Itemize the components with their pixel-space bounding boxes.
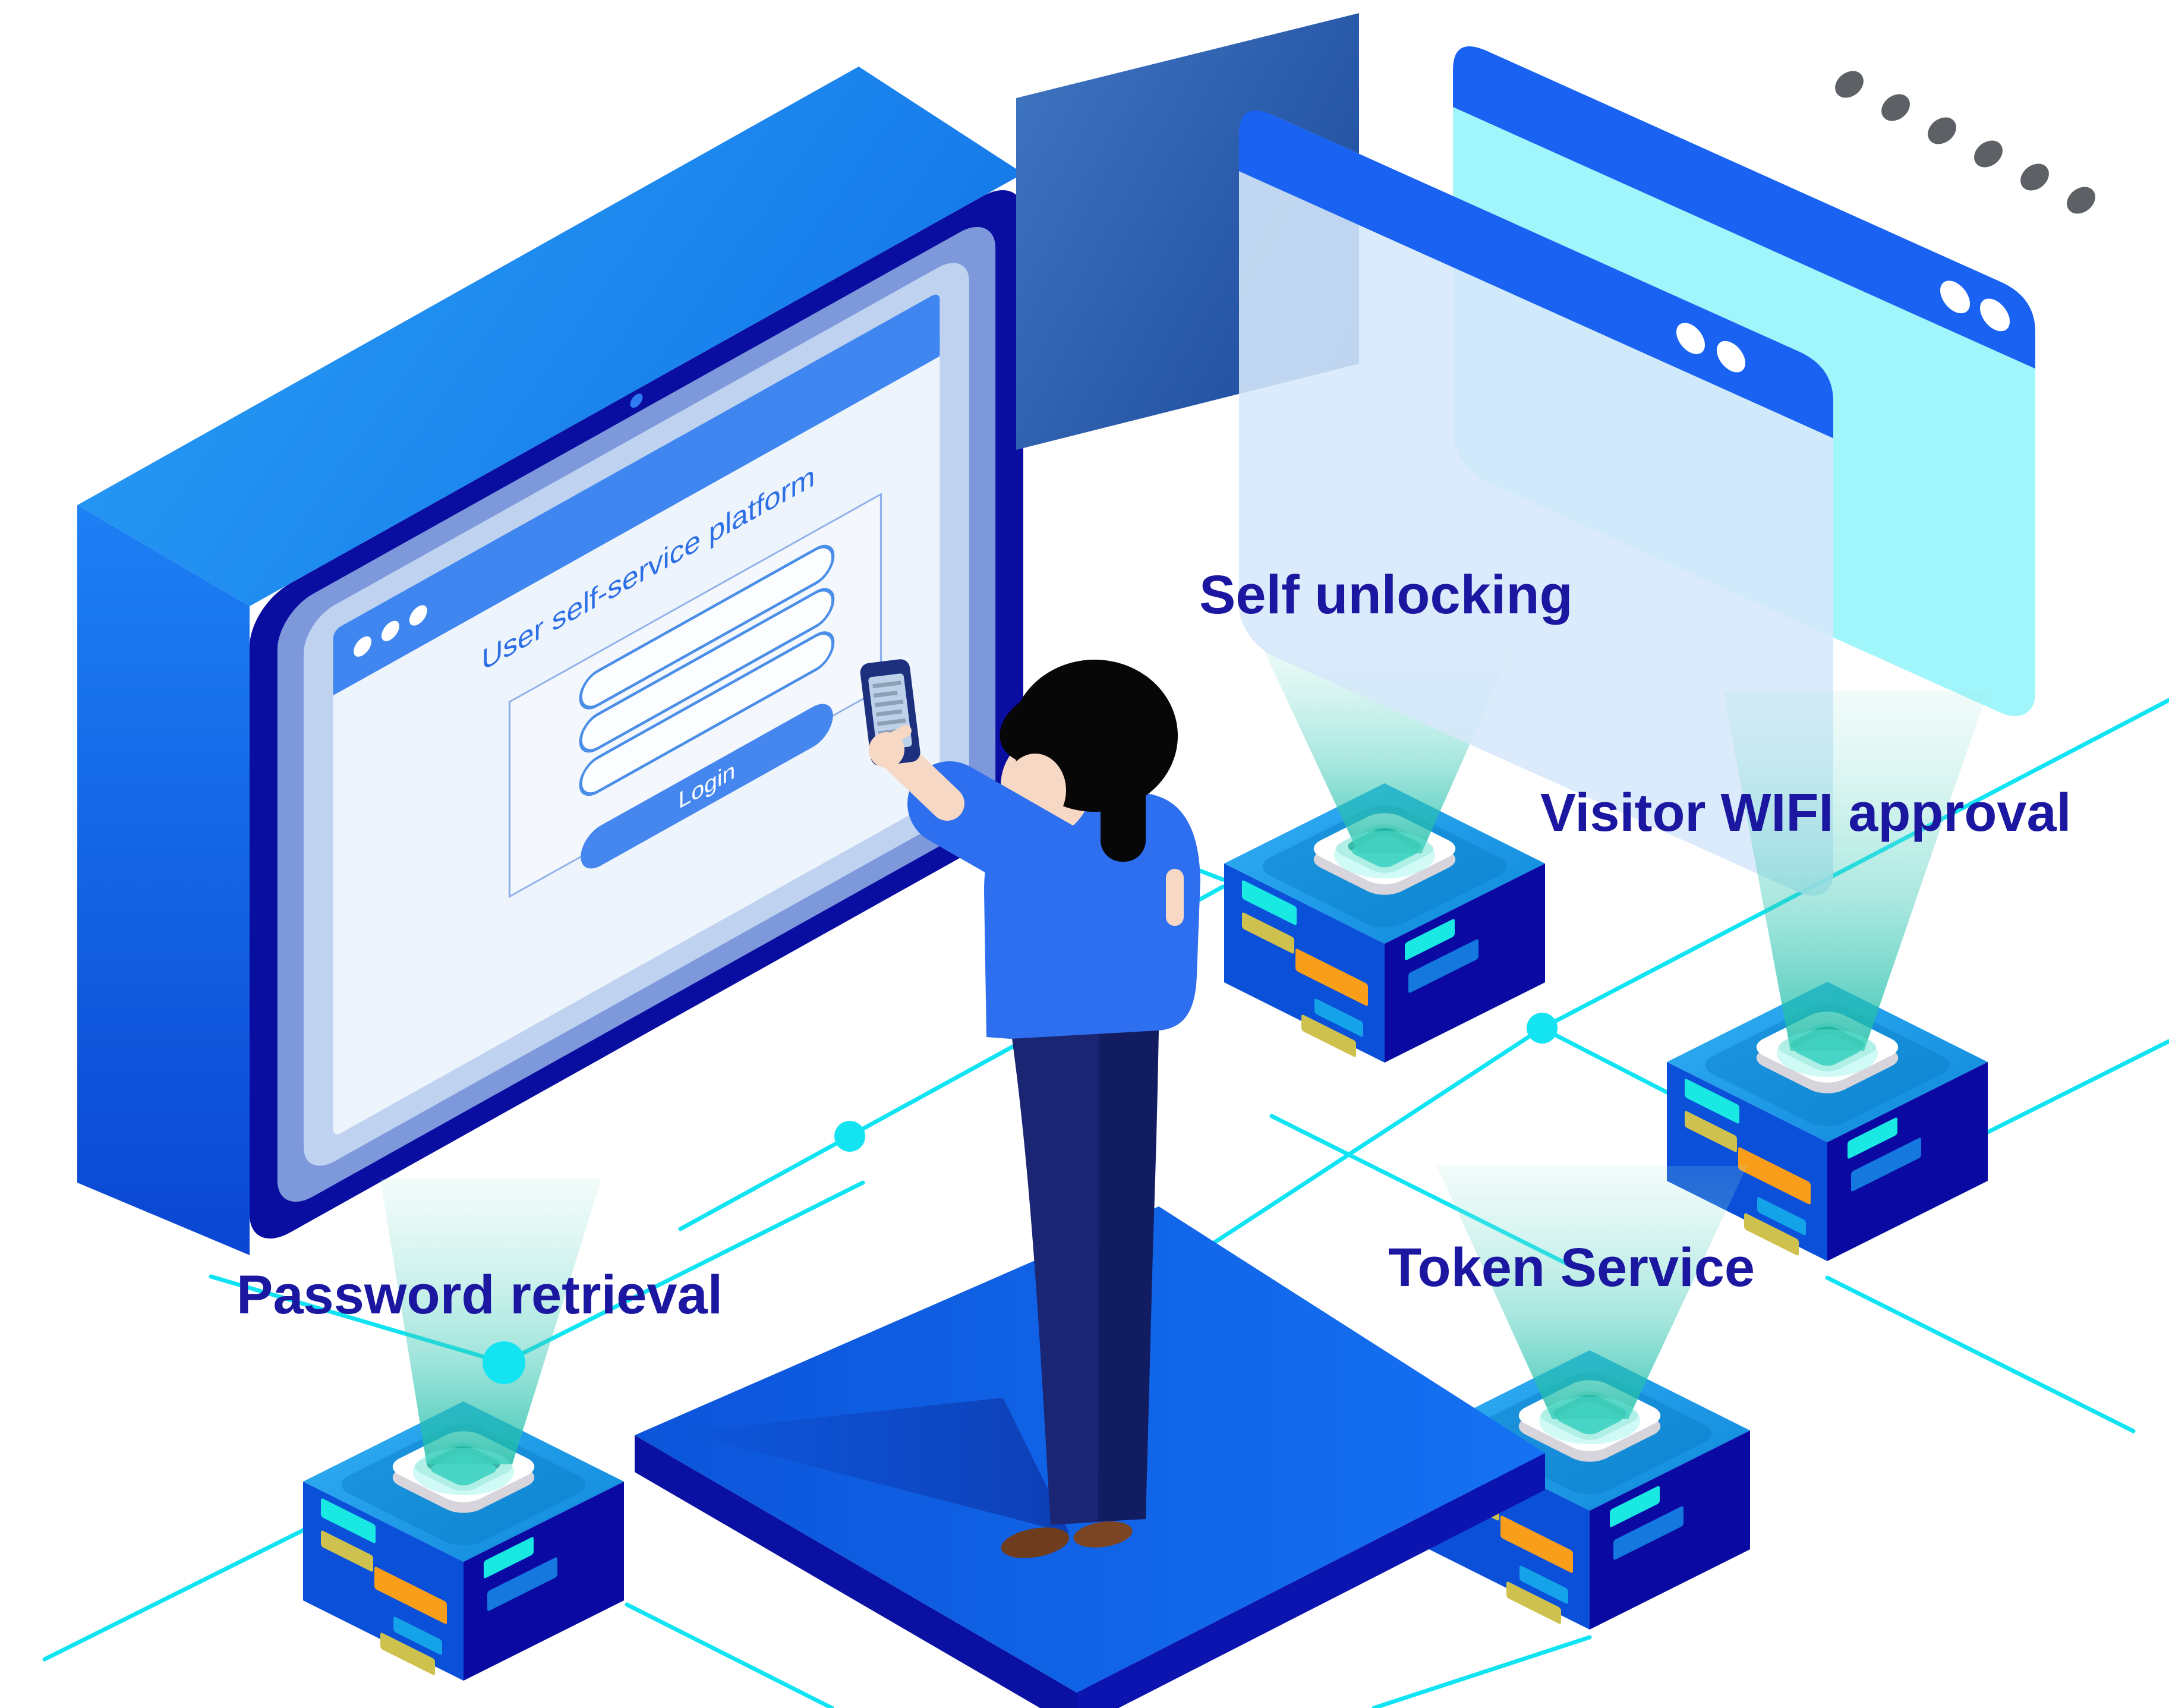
window-dot-icon (354, 636, 372, 657)
label-self-unlocking: Self unlocking (1199, 565, 1573, 625)
label-visitor-wifi-approval: Visitor WIFI approval (1540, 783, 2072, 843)
network-line (1540, 1026, 1669, 1095)
glow-cone-token-service (1437, 1166, 1747, 1419)
decor-dots (1835, 71, 2095, 214)
login-input-field (579, 588, 835, 753)
left-hand (1166, 869, 1184, 926)
decor-dot (1881, 94, 1910, 121)
network-node-icon (483, 1341, 525, 1384)
window-dot-icon (1676, 323, 1705, 354)
monitor: User self-service platform Login (77, 67, 1024, 1255)
camera-dot-icon (630, 393, 643, 408)
window-dot-icon (409, 605, 427, 626)
network-node-icon (834, 1121, 865, 1152)
decor-dot (2067, 187, 2095, 214)
decor-dot (1835, 71, 1864, 98)
network-line (625, 1602, 834, 1708)
login-button-graphic (581, 704, 833, 869)
platform-edge-right (1077, 1453, 1545, 1708)
label-token-service: Token Service (1388, 1237, 1755, 1298)
person-shadow (681, 1398, 1070, 1533)
network-line (1825, 1275, 2136, 1433)
window-dot-icon (1940, 281, 1970, 314)
window-dot-icon (1980, 298, 2010, 332)
raised-arm-sleeve (907, 761, 1106, 911)
window-dot-icon (381, 620, 399, 641)
screen-titlebar-bottom (333, 336, 940, 696)
chip-glow (413, 1448, 514, 1495)
hair-back (1101, 767, 1146, 862)
network-line (1372, 1635, 1592, 1708)
decor-dot (1928, 117, 1956, 144)
glow-cone-password-retrieval (380, 1179, 601, 1464)
network-nodes (483, 1013, 1558, 1384)
pants-right-leg (1098, 1028, 1159, 1521)
login-input-field (579, 544, 835, 710)
glow-cone-visitor-wifi (1723, 691, 1988, 1051)
thumb (885, 724, 912, 745)
browser-window-front (1239, 111, 1833, 896)
chip-glow (1334, 831, 1435, 878)
window-titlebar (1239, 111, 1833, 439)
network-line (42, 1519, 323, 1662)
window-titlebar (1453, 46, 2035, 369)
login-input-field (579, 631, 835, 796)
shoe-left (1001, 1527, 1070, 1558)
window-dot-icon (1717, 341, 1745, 373)
network-line (1210, 1026, 1544, 1246)
monitor-top-face (77, 67, 1023, 606)
monitor-front: User self-service platform Login (250, 190, 1024, 1239)
network-line (502, 1180, 865, 1365)
login-panel: Login (508, 493, 882, 899)
label-password-retrieval: Password retrieval (237, 1265, 723, 1325)
decor-dot (1974, 140, 2003, 168)
chip-glow (1539, 1397, 1640, 1444)
chip-glow (1777, 1029, 1878, 1077)
platform-edge-left (635, 1435, 1077, 1708)
decor-dot (2020, 163, 2049, 191)
person (860, 659, 1200, 1558)
hair-fringe (1000, 687, 1106, 765)
shoe-right (1073, 1521, 1133, 1548)
network-node-icon (1527, 1013, 1558, 1044)
monitor-left-face (77, 505, 250, 1255)
network-line (1985, 1039, 2169, 1135)
